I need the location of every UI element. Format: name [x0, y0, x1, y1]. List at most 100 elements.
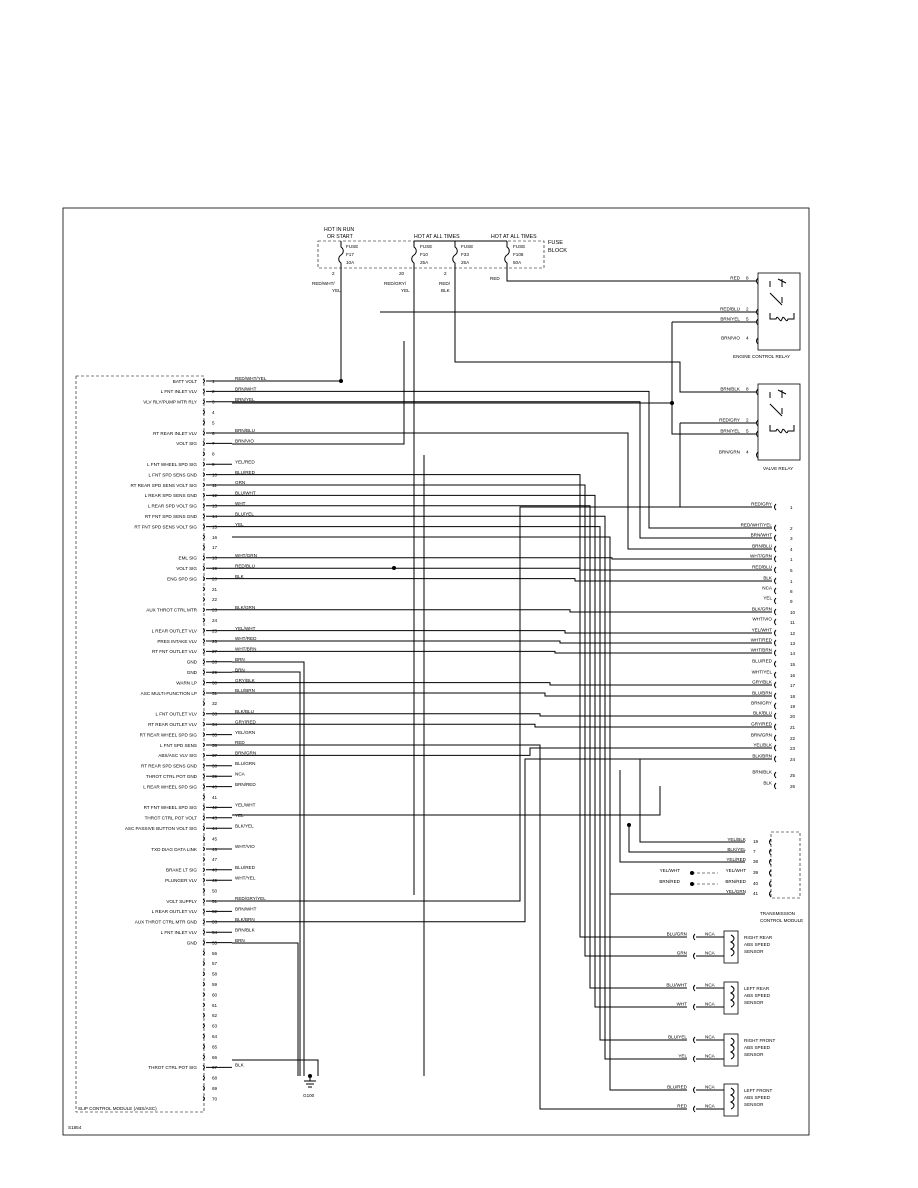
module-pin-connector [202, 898, 205, 904]
ground-splice [308, 1074, 312, 1078]
module-pin-number: 45 [212, 836, 218, 841]
module-pin-wire-color: GRY/RED [235, 719, 257, 724]
module-pin-connector [202, 607, 205, 613]
sensor-name: RIGHT REAR [744, 935, 773, 940]
ground-wires [232, 661, 319, 1076]
fuse-3-element [452, 241, 458, 268]
module-pin-signal: AUX THROT CTRL MTR [146, 608, 197, 613]
sensor-route [232, 484, 687, 957]
module-pin-number: 61 [212, 1003, 218, 1008]
fuse-1-hot-1: HOT IN RUN [324, 227, 354, 233]
connector-wire-color: BLK/GRN [752, 607, 772, 612]
module-pin-number: 3 [212, 400, 215, 405]
module-pin-number: 37 [212, 753, 218, 758]
sensor-route [232, 494, 687, 1008]
module-pin-wire-color: BRN/VIO [235, 439, 254, 444]
valve-relay-wire: BRN/BLK [720, 387, 741, 392]
module-pin-connector [202, 680, 205, 686]
module-pin-connector [202, 513, 205, 519]
module-pin-connector [202, 524, 205, 530]
connector-pin-number: 15 [790, 662, 796, 667]
module-pin-signal: RT REAR SPD SENS GND [141, 764, 198, 769]
module-pin-number: 65 [212, 1044, 218, 1049]
engine-relay-pin-number: 4 [746, 336, 749, 341]
wire-route [232, 506, 772, 902]
module-pin-wire-color: BRN/GRN [235, 751, 256, 756]
valve-relay-terminal [756, 419, 759, 427]
sensor-coil-icon [729, 934, 735, 957]
module-pin-connector [202, 888, 205, 894]
module-pin-wire-color: BLU/RED [235, 865, 256, 870]
module-pin-number: 40 [212, 784, 218, 789]
engine-relay-terminal [756, 337, 759, 345]
module-pin-number: 41 [212, 795, 218, 800]
module-pin-signal: ENG SPD SIG [167, 576, 197, 581]
wire-route [232, 630, 772, 634]
relay-feed-brn-vio [232, 341, 405, 445]
connector-pin [774, 503, 777, 511]
fuse-3-pin: 2 [444, 271, 447, 276]
module-pin-number: 28 [212, 660, 218, 665]
ground-symbol [304, 1078, 316, 1088]
connector-pin [774, 577, 777, 585]
engine-relay-pin-number: 5 [746, 317, 749, 322]
module-pin-signal: RT FNT OUTLET VLV [152, 649, 198, 654]
valve-relay-terminal [756, 451, 759, 459]
fuse-2-amps: 25A [420, 260, 429, 265]
connector-pin [774, 744, 777, 752]
engine-control-relay: ENGINE CONTROL RELAY [733, 272, 801, 359]
sensor-wire-2: RED [677, 1104, 687, 1109]
module-pin-wire-color: RED/WHT/YEL [235, 376, 267, 381]
fuse-2-element [411, 241, 417, 268]
connector-pin [774, 597, 777, 605]
wire-route [232, 650, 772, 654]
module-pin-wire-color: BRN/YEL [235, 397, 255, 402]
wire-route [232, 713, 772, 717]
module-pin-signal: ASC PASSIVE BUTTON VOLT SIG [125, 826, 198, 831]
module-pin-wire-color: WHT/GRN [235, 553, 257, 558]
module-pin-signal: L REAR SPD VOLT SIG [148, 504, 198, 509]
wire-route [232, 432, 772, 550]
module-pin-connector [202, 1033, 205, 1039]
connector-wire-color: NCA [762, 586, 773, 591]
module-pin-number: 14 [212, 514, 218, 519]
module-pin-number: 22 [212, 597, 218, 602]
module-pin-connector [202, 576, 205, 582]
sensor-wire-1: BLU/WHT [666, 983, 687, 988]
connector-pin [774, 702, 777, 710]
module-pin-number: 27 [212, 649, 218, 654]
module-pin-number: 5 [212, 420, 215, 425]
connector-pin-number: 9 [790, 599, 793, 604]
fuse-2-id: F10 [420, 252, 428, 257]
sensor-box [723, 1083, 739, 1117]
connector-wire-color: RED/WHT/YEL [741, 523, 773, 528]
valve-relay-wire: BRN/YEL [720, 429, 740, 434]
connector-pin-number: 5 [790, 568, 793, 573]
module-pin-number: 1 [212, 379, 215, 384]
module-pin-wire-color: BLK/BRN [235, 917, 255, 922]
tcm-wire-color: YEL/WHT [726, 868, 747, 873]
module-pin-number: 51 [212, 899, 218, 904]
module-pin-number: 6 [212, 431, 215, 436]
module-pin-connector [202, 846, 205, 852]
sensor-name: SENSOR [744, 1052, 764, 1057]
valve-relay-wire: RED/GRY [719, 418, 740, 423]
module-pin-connector [202, 825, 205, 831]
module-pin-signal: L FNT INLET VLV [161, 389, 198, 394]
module-pin-wire-color: YEL/WHT [235, 803, 256, 808]
fuse-2-wire-2: YEL [401, 288, 410, 293]
valve-relay-wire: BRN/GRN [719, 450, 740, 455]
module-pin-number: 2 [212, 389, 215, 394]
connector-pin-number: 26 [790, 784, 796, 789]
module-pin-signal: L FNT WHEEL SPD SIG [147, 462, 197, 467]
module-pin-signal: L REAR WHEEL SPD SIG [143, 784, 197, 789]
connector-pin-number: 21 [790, 725, 796, 730]
module-pin-signal: GND [187, 670, 198, 675]
module-pin-number: 43 [212, 816, 218, 821]
tcm-pin [769, 869, 772, 877]
engine-relay-wire: BRN/YEL [720, 317, 740, 322]
fuse-4-id: F108 [513, 252, 524, 257]
engine-relay-coil [769, 313, 795, 322]
module-pin-signal: TXD DIAG DATA LINK [151, 847, 198, 852]
module-pin-wire-color: WHT/VIO [235, 844, 255, 849]
